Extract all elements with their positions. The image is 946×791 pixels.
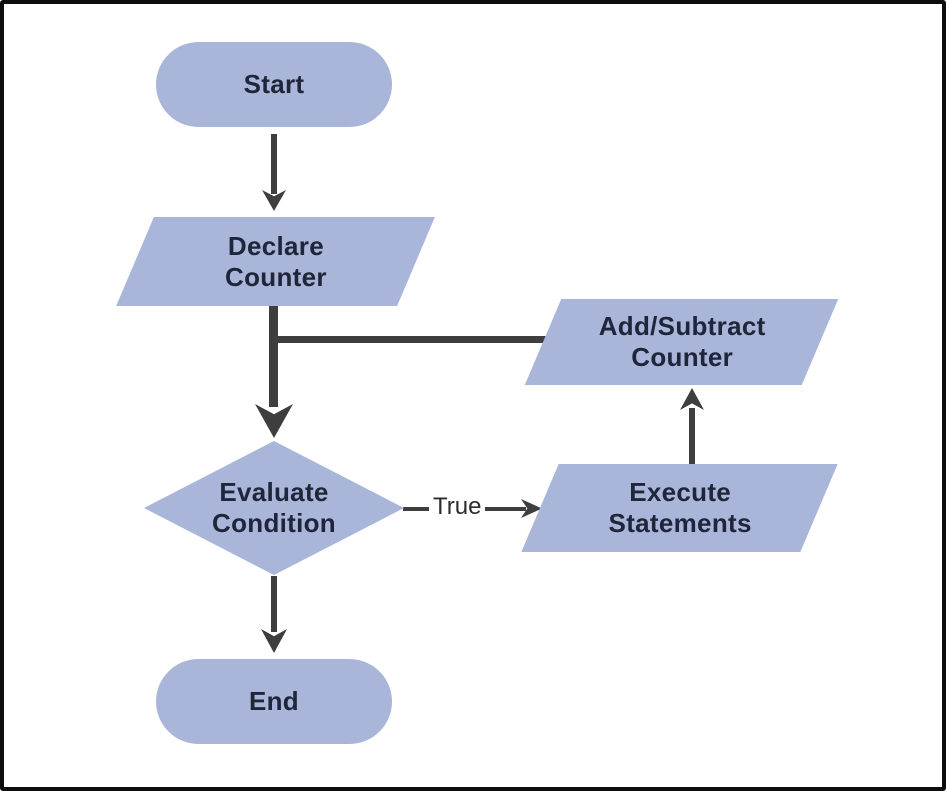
node-evaluate-condition: Evaluate Condition	[144, 441, 404, 575]
node-execute-statements: Execute Statements	[521, 464, 838, 552]
node-declare-counter-label: Declare Counter	[224, 230, 327, 292]
edge-execute-to-addsub	[689, 408, 695, 466]
arrowhead-down-icon	[261, 629, 287, 653]
edge-evaluate-to-end	[271, 576, 277, 632]
node-add-subtract-counter-label: Add/Subtract Counter	[598, 311, 765, 372]
node-evaluate-condition-label: Evaluate Condition	[212, 477, 336, 538]
node-start: Start	[156, 42, 392, 127]
node-execute-statements-label: Execute Statements	[607, 477, 752, 538]
arrowhead-down-icon	[255, 404, 293, 438]
edge-label-true: True	[429, 495, 486, 519]
node-start-label: Start	[243, 69, 305, 100]
node-end-label: End	[248, 686, 299, 717]
edge-start-to-declare	[271, 134, 277, 194]
arrowhead-up-icon	[680, 388, 704, 410]
node-end: End	[156, 659, 392, 744]
edge-feedback-horizontal	[269, 336, 547, 343]
edge-declare-to-evaluate	[269, 304, 278, 407]
node-declare-counter: Declare Counter	[116, 217, 435, 306]
node-add-subtract-counter: Add/Subtract Counter	[524, 299, 839, 385]
